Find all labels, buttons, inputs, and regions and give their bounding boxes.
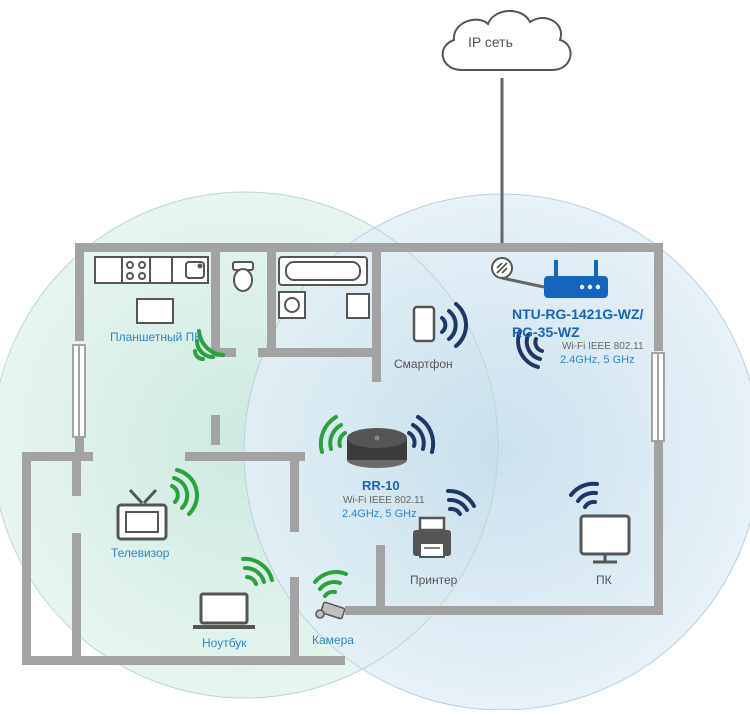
sink-icon — [278, 291, 306, 319]
repeater-icon — [347, 428, 407, 468]
floor-plan — [22, 243, 663, 665]
router-bands: 2.4GHz, 5 GHz — [560, 354, 635, 366]
router-standard: Wi-Fi IEEE 802.11 — [562, 341, 644, 352]
wifi-signal-icon — [569, 481, 599, 509]
radiator-icon — [651, 352, 665, 442]
repeater-standard: Wi-Fi IEEE 802.11 — [343, 495, 425, 506]
wifi-signal-icon — [193, 329, 225, 361]
toilet-icon — [232, 261, 254, 292]
cloud-icon — [441, 10, 572, 71]
printer-label: Принтер — [410, 573, 458, 587]
tv-icon — [116, 488, 168, 541]
printer-icon — [413, 516, 451, 558]
wifi-signal-icon — [170, 468, 199, 516]
laptop-icon — [193, 592, 255, 629]
wifi-signal-icon — [446, 488, 476, 516]
wifi-signal-icon — [440, 302, 469, 348]
bathtub-icon — [278, 256, 368, 286]
wifi-signal-icon — [318, 415, 347, 454]
tv-label: Телевизор — [111, 546, 170, 560]
laptop-label: Ноутбук — [202, 636, 247, 650]
tablet-pc-label: Планшетный ПК — [110, 330, 202, 344]
smartphone-icon — [412, 305, 436, 343]
cabinet-icon — [346, 293, 370, 319]
wifi-signal-icon — [516, 329, 544, 369]
pc-label: ПК — [596, 573, 612, 587]
coverage-right — [244, 194, 750, 710]
router-icon — [544, 260, 608, 298]
table-icon — [136, 298, 174, 324]
camera-icon — [315, 601, 346, 620]
router-name-line1: NTU-RG-1421G-WZ/ — [512, 306, 644, 322]
wifi-signal-icon — [407, 415, 436, 454]
sink-icon — [185, 261, 205, 279]
cloud-label: IP сеть — [468, 34, 513, 50]
smartphone-label: Смартфон — [394, 357, 453, 371]
repeater-bands: 2.4GHz, 5 GHz — [342, 508, 417, 520]
router-name-line2: RG-35-WZ — [512, 324, 580, 340]
wall-socket-icon — [491, 257, 513, 279]
wifi-signal-icon — [241, 556, 274, 586]
repeater-name: RR-10 — [362, 478, 400, 493]
radiator-icon — [72, 344, 86, 438]
monitor-icon — [579, 514, 631, 564]
wifi-signal-icon — [313, 570, 348, 598]
camera-label: Камера — [312, 633, 354, 647]
